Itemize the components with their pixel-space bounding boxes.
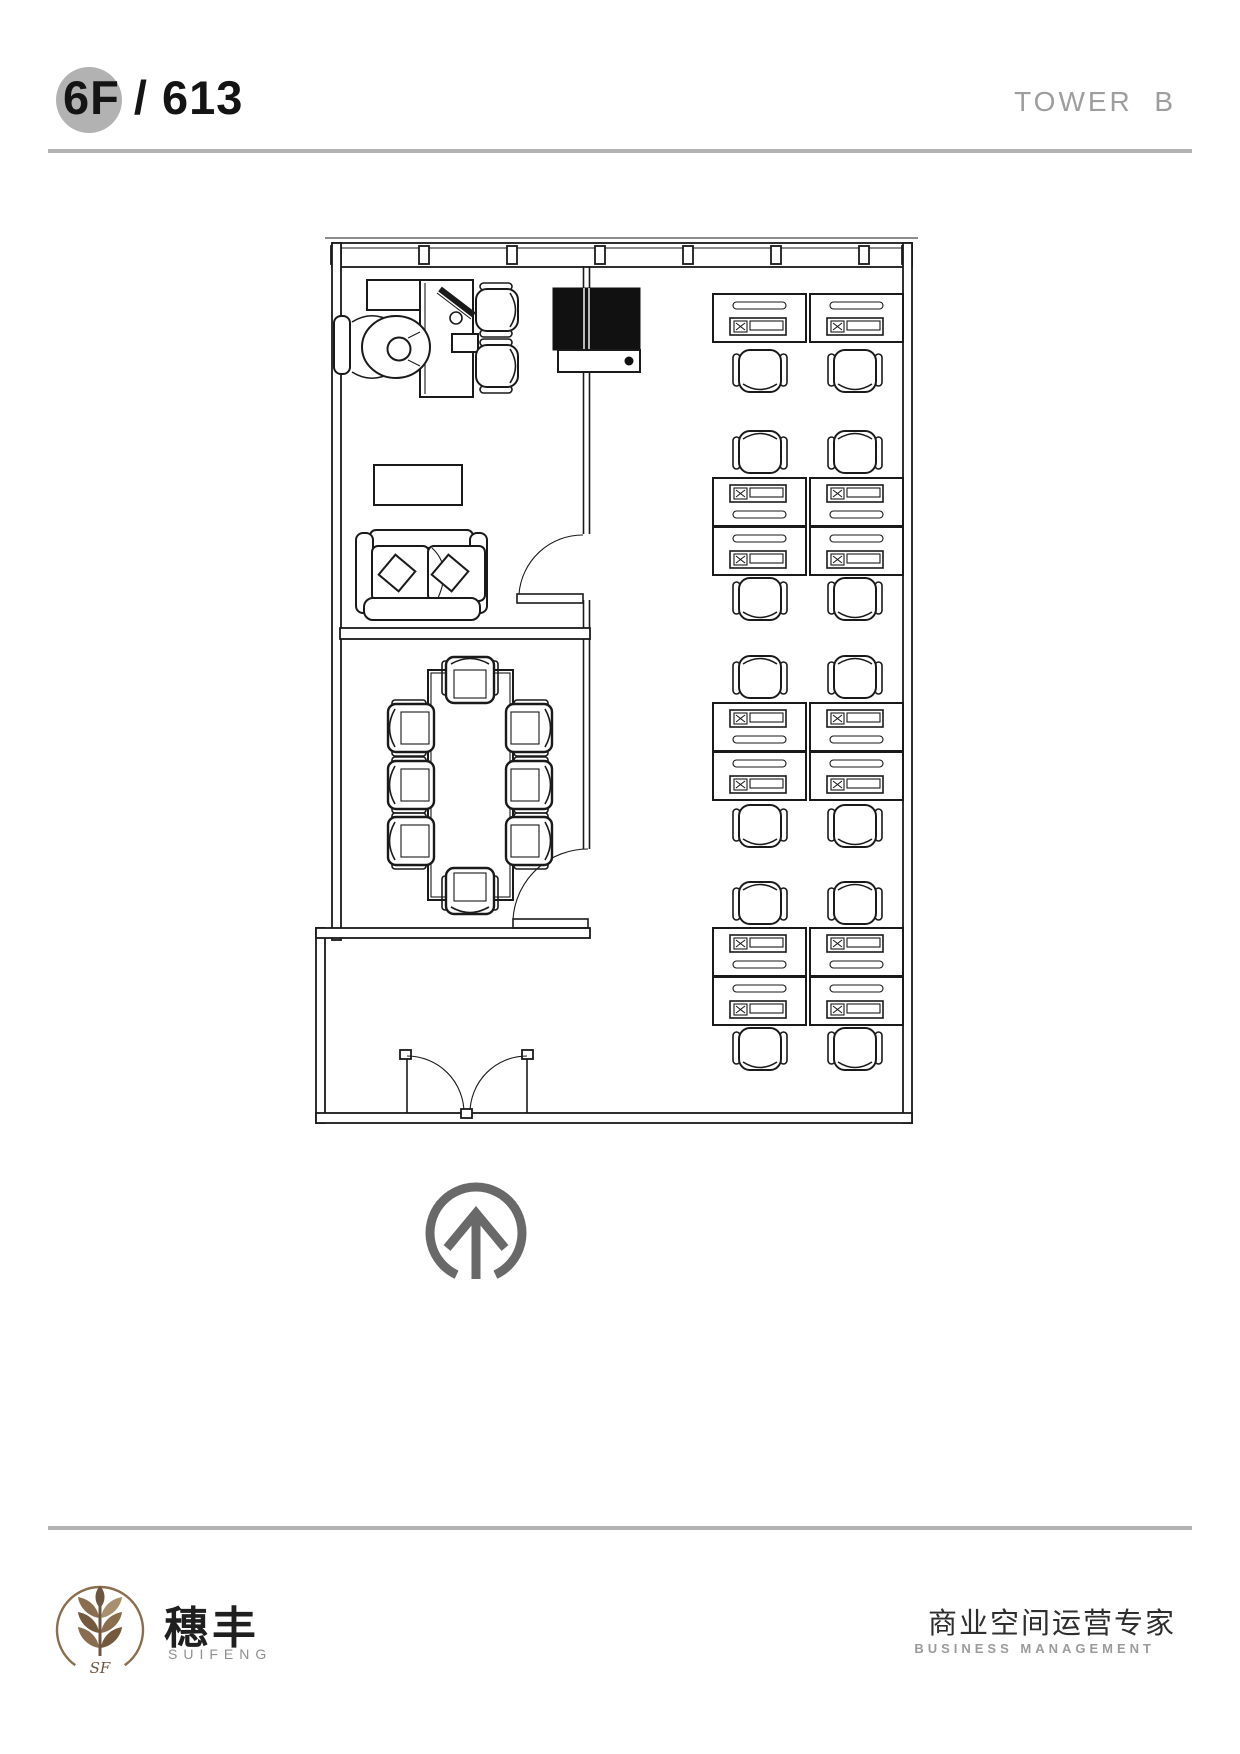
- north-arrow-icon: [425, 1182, 527, 1279]
- header-divider: [48, 149, 1192, 153]
- suifeng-logo-mark: SF: [55, 1585, 145, 1677]
- tagline-en: BUSINESS MANAGEMENT: [914, 1641, 1155, 1656]
- floor-badge-circle: [56, 67, 122, 133]
- logo-monogram: SF: [90, 1659, 111, 1677]
- office-door: [516, 534, 584, 604]
- coffee-table: [373, 464, 463, 506]
- wall-cabinet: [552, 287, 641, 373]
- walls: [315, 237, 918, 1124]
- guest-chairs: [475, 282, 519, 394]
- brand-name-cn: 穗丰: [164, 1604, 260, 1653]
- tagline-cn: 商业空间运营专家: [927, 1608, 1176, 1640]
- tower-label: TOWER B: [1014, 86, 1176, 117]
- entrance-double-door: [399, 1049, 534, 1119]
- executive-chair-person: [333, 314, 431, 380]
- sofa: [355, 529, 488, 621]
- brand-name-en: SUIFENG: [168, 1646, 273, 1662]
- page-title: 6F / 613: [63, 71, 244, 124]
- footer-divider: [48, 1526, 1192, 1530]
- conference-table: [427, 669, 514, 901]
